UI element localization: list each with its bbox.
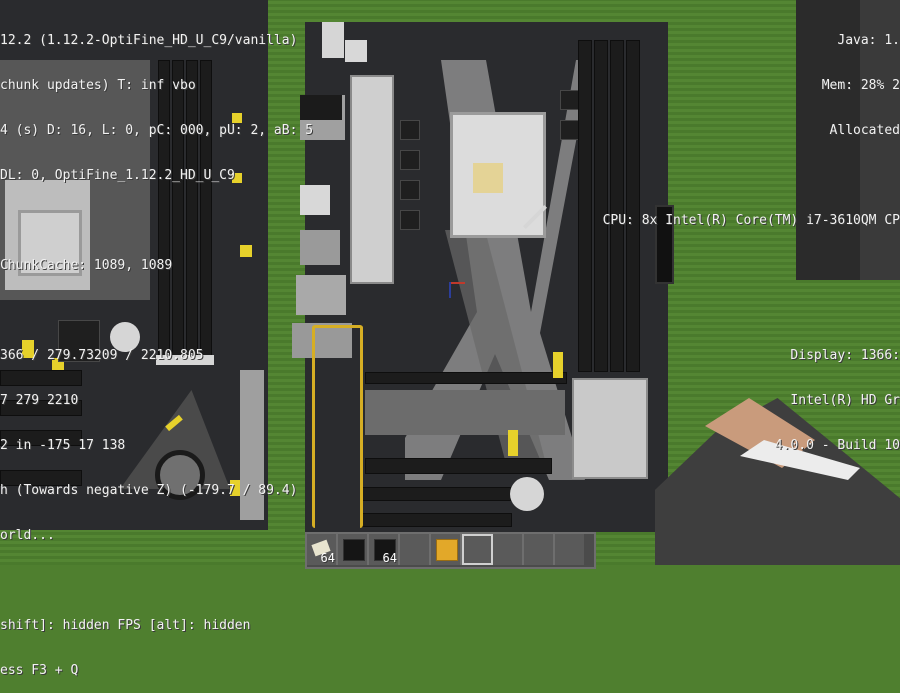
left-ram-latch: [156, 355, 214, 365]
left-motherboard: [0, 0, 268, 530]
io-port-black: [300, 95, 342, 120]
left-yellow-accent: [232, 113, 242, 123]
eps-connector: [322, 22, 344, 58]
debug-line: shift]: hidden FPS [alt]: hidden: [0, 618, 251, 633]
io-port-block: [292, 323, 352, 358]
debug-line: CPU: 8x Intel(R) Core(TM) i7-3610QM CP: [602, 213, 900, 228]
hotbar-slot-6[interactable]: [462, 534, 493, 565]
left-pcie-slot: [0, 430, 82, 446]
debug-line: h (Towards negative Z) (-179.7 / 89.4): [0, 483, 298, 498]
io-port-block: [296, 275, 346, 315]
vrm-choke: [400, 150, 420, 170]
item-count: 64: [382, 551, 397, 565]
crosshair-icon: [449, 282, 465, 298]
debug-line: Intel(R) HD Gr: [790, 393, 900, 408]
hotbar-slot-3[interactable]: 64: [369, 534, 400, 565]
debug-line: 4.0.0 - Build 10: [774, 438, 900, 453]
left-pcie-slot: [0, 400, 82, 416]
debug-line: ess F3 + Q: [0, 663, 79, 678]
left-emblem-ring: [155, 450, 205, 500]
debug-line: 2 in -175 17 138: [0, 438, 126, 453]
ram-slot-4: [626, 40, 640, 372]
left-io-block: [240, 370, 264, 520]
left-cpu-slot: [18, 210, 82, 276]
debug-line: 7 279 2210: [0, 393, 79, 408]
hotbar-slot-5[interactable]: [431, 534, 462, 565]
yellow-header: [553, 352, 563, 378]
debug-line: DL: 0, OptiFine_1.12.2_HD_U_C9: [0, 168, 235, 183]
ram-slot-2: [594, 40, 608, 372]
debug-right-panel: Java: 1. Mem: 28% 2 Allocated CPU: 8x In…: [603, 3, 900, 468]
pcie-slot-4: [360, 513, 512, 527]
pcie-slot-2: [365, 458, 552, 474]
hotbar[interactable]: 64 64: [305, 532, 596, 569]
debug-line: Java: 1.: [837, 33, 900, 48]
left-round-cap: [110, 322, 140, 352]
vrm-heatsink-tall: [350, 75, 394, 284]
vrm-heatsink-cap: [345, 40, 367, 62]
debug-line: ChunkCache: 1089, 1089: [0, 258, 173, 273]
debug-line: [0, 573, 313, 588]
pcie-slot-1: [365, 372, 567, 384]
left-yellow-accent: [22, 340, 34, 358]
vrm-choke: [400, 180, 420, 200]
hotbar-slot-4[interactable]: [400, 534, 431, 565]
ram-slot-1: [578, 40, 592, 372]
pcie-slot-3: [360, 487, 512, 501]
left-chip: [58, 320, 100, 362]
yellow-header: [508, 430, 518, 456]
debug-line: [603, 168, 900, 183]
debug-line: Mem: 28% 2: [821, 78, 900, 93]
cmos-battery: [510, 477, 544, 511]
debug-line: 12.2 (1.12.2-OptiFine_HD_U_C9/vanilla): [0, 33, 298, 48]
debug-left-panel: 12.2 (1.12.2-OptiFine_HD_U_C9/vanilla) c…: [0, 3, 313, 693]
left-yellow-accent: [240, 245, 252, 257]
vrm-choke: [560, 90, 580, 110]
left-yellow-accent: [230, 480, 240, 496]
hotbar-slot-8[interactable]: [524, 534, 555, 565]
debug-line: orld...: [0, 528, 55, 543]
hotbar-slot-7[interactable]: [493, 534, 524, 565]
hotbar-slot-1[interactable]: 64: [307, 534, 338, 565]
debug-line: chunk updates) T: inf vbo: [0, 78, 196, 93]
m2-shield: [365, 390, 565, 435]
black-block-icon: [374, 539, 396, 561]
debug-line: [603, 258, 900, 273]
left-pcie-slot: [0, 470, 82, 486]
debug-line: 4 (s) D: 16, L: 0, pC: 000, pU: 2, aB: 5: [0, 123, 314, 138]
debug-line: [0, 213, 313, 228]
io-port-block: [300, 185, 330, 215]
debug-line: [603, 303, 900, 318]
atx-24pin-connector: [655, 205, 674, 284]
left-yellow-accent: [232, 173, 242, 183]
right-pillar-edge: [860, 0, 900, 280]
hotbar-slot-2[interactable]: [338, 534, 369, 565]
debug-line: 366 / 279.73209 / 2210.805: [0, 348, 204, 363]
left-pcie-slot: [0, 370, 82, 386]
cpu-die: [473, 163, 503, 193]
black-block-icon: [343, 539, 365, 561]
vrm-choke: [560, 120, 580, 140]
io-port-block: [300, 230, 340, 265]
item-count: 64: [320, 551, 335, 565]
chipset-heatsink: [572, 378, 648, 479]
gold-block-icon: [436, 539, 458, 561]
debug-line: [0, 303, 313, 318]
hotbar-slot-9[interactable]: [555, 534, 584, 565]
audio-gold-trace: [312, 325, 363, 528]
vrm-choke: [400, 120, 420, 140]
ram-slot-3: [610, 40, 624, 372]
vrm-choke: [400, 210, 420, 230]
debug-line: Allocated: [829, 123, 900, 138]
debug-line: Display: 1366:: [790, 348, 900, 363]
